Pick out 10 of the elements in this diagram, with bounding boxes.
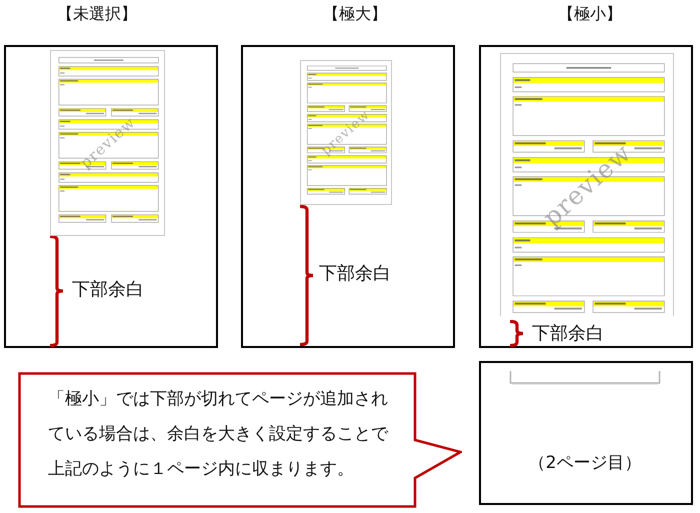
page-label: （2ページ目） — [528, 452, 642, 475]
panel-heading: 【未選択】 — [56, 3, 138, 25]
speech-bubble — [18, 372, 462, 508]
margin-label: 下部余白 — [532, 322, 604, 346]
panel-heading: 【極大】 — [322, 3, 388, 25]
preview-frame — [479, 361, 693, 505]
callout-text: 「極小」では下部が切れてページが追加されている場合は、余白を大きく設定することで上記のように１ページ内に収まります。 — [48, 388, 390, 481]
panel-heading: 【極小】 — [557, 3, 623, 25]
margin-label: 下部余白 — [72, 278, 144, 302]
margin-label: 下部余白 — [319, 262, 391, 286]
